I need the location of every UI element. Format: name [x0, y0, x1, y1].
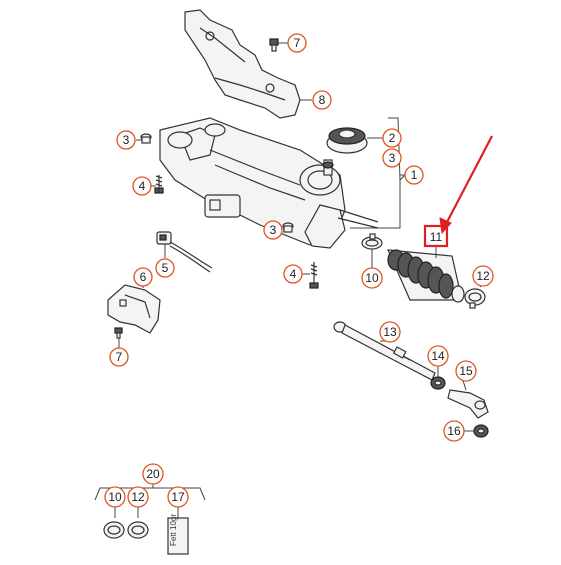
svg-text:1: 1	[411, 168, 418, 182]
svg-text:8: 8	[319, 93, 326, 107]
red-pointer-arrow	[439, 135, 493, 235]
nut-14-part	[430, 376, 446, 390]
bellows-boot-part	[387, 249, 465, 303]
svg-text:15: 15	[459, 364, 473, 378]
callout-4-center[interactable]: 4	[283, 264, 303, 284]
svg-text:10: 10	[108, 490, 122, 504]
kit-bracket	[94, 487, 206, 501]
svg-text:3: 3	[270, 223, 277, 237]
cover-part	[107, 284, 161, 334]
kit-clamp-10-part	[103, 521, 125, 539]
svg-text:3: 3	[123, 133, 130, 147]
kit-clamp-12-part	[127, 521, 149, 539]
svg-text:3: 3	[389, 151, 396, 165]
clamp-12-part	[464, 288, 486, 309]
callout-16[interactable]: 16	[443, 420, 465, 442]
svg-text:4: 4	[139, 179, 146, 193]
svg-text:17: 17	[171, 490, 185, 504]
svg-text:4: 4	[290, 267, 297, 281]
callout-13[interactable]: 13	[379, 321, 401, 343]
callout-10-kit[interactable]: 10	[104, 486, 126, 508]
callout-3-center[interactable]: 3	[263, 220, 283, 240]
callout-8[interactable]: 8	[312, 90, 332, 110]
tie-rod-end-part	[447, 389, 489, 419]
callout-2[interactable]: 2	[382, 128, 402, 148]
grease-tube-part: Fett 10gr	[167, 514, 189, 555]
callout-10-main[interactable]: 10	[361, 267, 383, 289]
mount-rubber-part	[326, 127, 368, 154]
callout-12-main[interactable]: 12	[472, 265, 494, 287]
svg-text:12: 12	[476, 269, 490, 283]
svg-text:10: 10	[365, 271, 379, 285]
callout-12-kit[interactable]: 12	[127, 486, 149, 508]
svg-text:2: 2	[389, 131, 396, 145]
callout-3-left[interactable]: 3	[116, 130, 136, 150]
svg-text:7: 7	[294, 36, 301, 50]
callout-7-top[interactable]: 7	[287, 33, 307, 53]
callout-15[interactable]: 15	[455, 360, 477, 382]
bolt-4-left-part	[154, 175, 164, 194]
bolt-3-left-part	[140, 133, 152, 144]
bolt-top-part	[269, 38, 279, 52]
callout-20[interactable]: 20	[142, 463, 164, 485]
bolt-4-center-part	[309, 262, 319, 289]
svg-text:12: 12	[131, 490, 145, 504]
svg-text:16: 16	[447, 424, 461, 438]
nut-16-part	[473, 424, 489, 438]
callout-14[interactable]: 14	[427, 345, 449, 367]
svg-text:11: 11	[430, 230, 443, 244]
svg-text:5: 5	[162, 261, 169, 275]
tie-rod-part	[333, 321, 436, 381]
callout-5[interactable]: 5	[155, 258, 175, 278]
leader-1-bracket	[350, 117, 406, 229]
callout-17[interactable]: 17	[167, 486, 189, 508]
sensor-cable-part	[156, 231, 213, 273]
callout-3-right[interactable]: 3	[382, 148, 402, 168]
clamp-10-part	[361, 233, 383, 250]
heat-shield-part	[184, 9, 301, 119]
svg-text:14: 14	[431, 349, 445, 363]
svg-text:13: 13	[383, 325, 397, 339]
steering-rack-part	[159, 117, 379, 249]
bolt-3-center-part	[282, 222, 294, 233]
callout-6[interactable]: 6	[133, 267, 153, 287]
screw-bottom-part	[114, 327, 123, 339]
svg-text:20: 20	[146, 467, 160, 481]
callout-4-left[interactable]: 4	[132, 176, 152, 196]
callout-7-bottom[interactable]: 7	[109, 347, 129, 367]
svg-text:6: 6	[140, 270, 147, 284]
grease-tube-label: Fett 10gr	[169, 514, 178, 546]
svg-text:7: 7	[116, 350, 123, 364]
callout-1[interactable]: 1	[404, 165, 424, 185]
